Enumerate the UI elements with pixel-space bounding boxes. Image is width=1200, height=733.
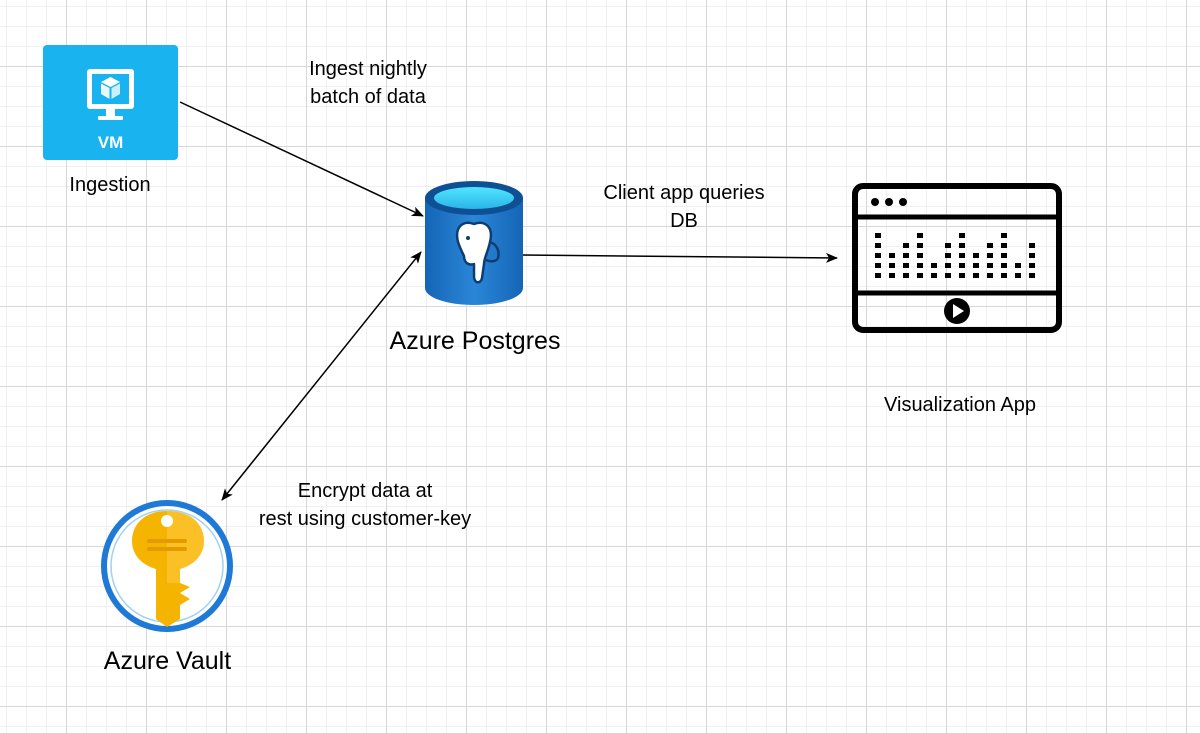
edge-encrypt-label-line-2: rest using customer-key	[258, 508, 472, 530]
edge-encrypt-arrow[interactable]	[221, 251, 422, 501]
equalizer-bars	[875, 233, 1035, 278]
ingestion-label: Ingestion	[69, 174, 151, 196]
ingestion-vm-node[interactable]: VM	[43, 45, 178, 160]
vm-icon	[87, 69, 134, 120]
edge-ingest-label-line-2: batch of data	[310, 86, 426, 108]
postgres-label: Azure Postgres	[389, 327, 561, 355]
vm-icon-text: VM	[97, 133, 124, 152]
edge-query-label: Client app queries DB	[574, 179, 794, 235]
edge-ingest-arrow[interactable]	[179, 101, 424, 217]
visualization-label: Visualization App	[884, 394, 1036, 416]
edge-query-label-line-2: DB	[670, 210, 698, 232]
postgres-database-icon[interactable]	[424, 180, 524, 310]
edge-encrypt-label: Encrypt data at rest using customer-key	[235, 477, 495, 533]
edge-query-arrow[interactable]	[521, 252, 838, 263]
edge-ingest-label: Ingest nightly batch of data	[268, 55, 468, 111]
vault-label: Azure Vault	[103, 647, 232, 675]
dashboard-icon[interactable]	[852, 183, 1062, 333]
edge-query-label-line-1: Client app queries	[603, 182, 765, 204]
edge-encrypt-label-line-1: Encrypt data at	[297, 480, 433, 502]
edge-ingest-label-line-1: Ingest nightly	[309, 58, 427, 80]
key-vault-icon[interactable]	[100, 499, 234, 633]
